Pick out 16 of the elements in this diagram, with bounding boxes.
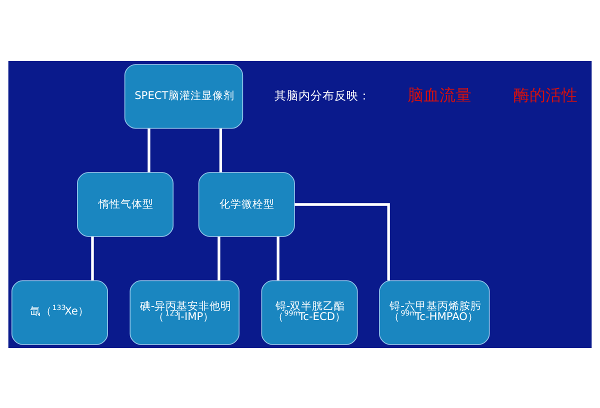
connector (276, 236, 280, 280)
connector (148, 128, 150, 172)
label: 酶的活性 (514, 84, 578, 104)
connector (91, 236, 94, 280)
node-box: SPECT脑灌注显像剂 (124, 64, 244, 128)
label: 其脑内分布反映： (274, 88, 371, 102)
node-box: 惰性气体型 (77, 172, 174, 236)
connector (218, 236, 220, 280)
node-box: 化学微栓型 (198, 172, 295, 236)
node-box: 锝-双半胱乙酯 （$^{99m}$Tc-ECD） (261, 280, 358, 344)
label: 脑血流量 (407, 84, 472, 104)
node-box: 碘-异丙基安非他明 （$^{123}$I-IMP） (130, 280, 240, 344)
connector (294, 202, 390, 280)
node-box: 氙（$^{133}$Xe） (11, 280, 108, 344)
connector (219, 128, 222, 172)
node-box: 锝-六甲基丙烯胺肟 （$^{99m}$Tc-HMPAO） (379, 280, 490, 344)
